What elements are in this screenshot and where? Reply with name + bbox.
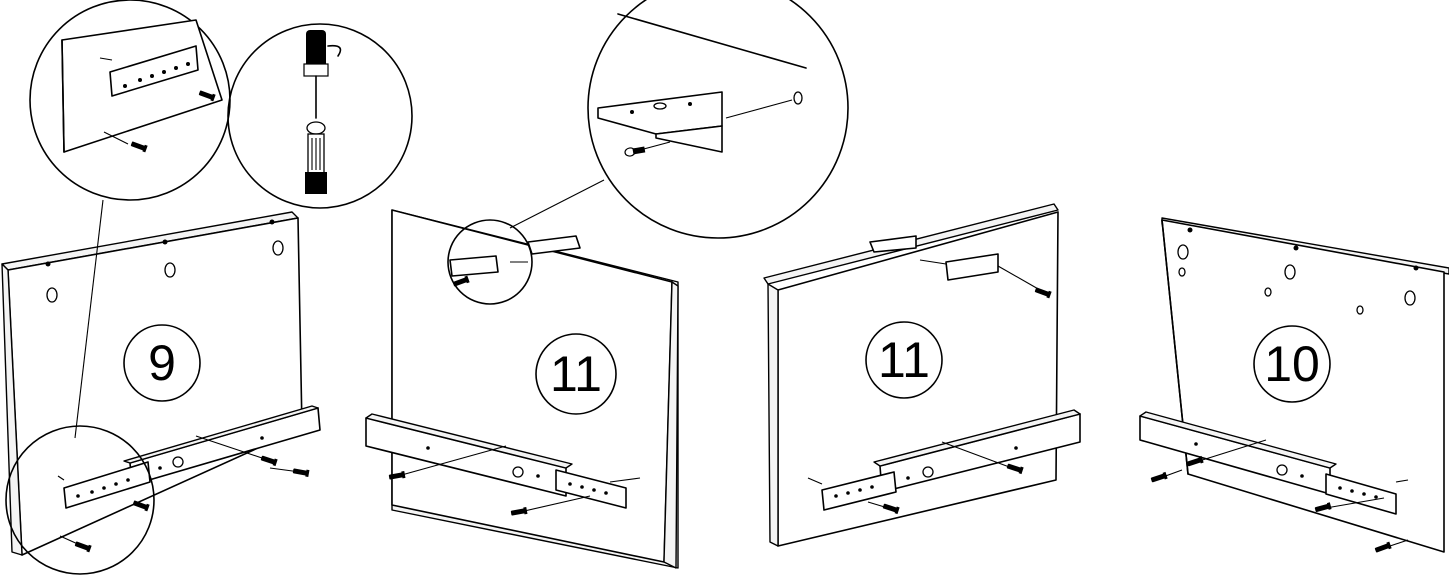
panel-10-label: 10 <box>1264 336 1320 392</box>
panel-11-b: 11 <box>763 203 1081 547</box>
panel-11-a-label: 11 <box>550 346 602 402</box>
detail-circle-screwdriver <box>227 23 413 209</box>
panel-9: 9 <box>1 211 321 556</box>
panel-10: 10 <box>1139 217 1449 554</box>
detail-circle-bottom <box>5 425 155 575</box>
panel-9-label: 9 <box>148 335 176 391</box>
detail-circle-bracket <box>587 0 849 239</box>
panel-11-b-label: 11 <box>878 332 930 388</box>
detail-circle-panel-9-rail <box>29 0 231 201</box>
panel-11-a: 11 <box>365 209 679 569</box>
